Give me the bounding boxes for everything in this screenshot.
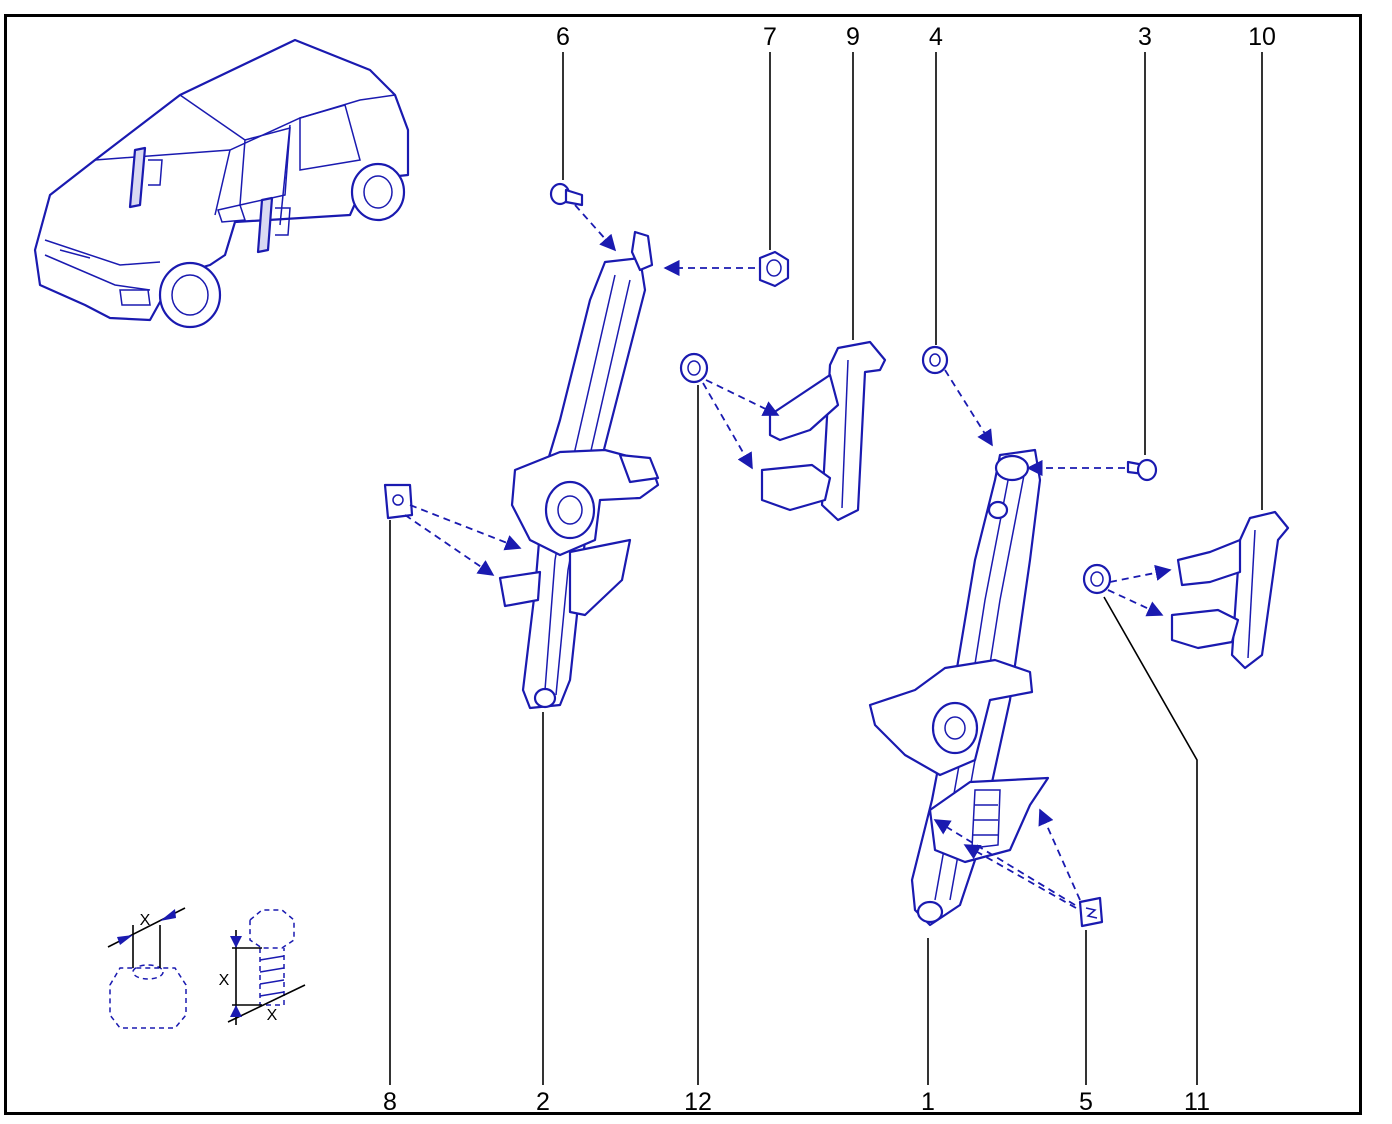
window-guide-rear	[760, 340, 887, 522]
callout-10: 10	[1248, 23, 1276, 51]
nut-dimension-symbol: X	[107, 907, 187, 1029]
bolt-part-6	[549, 182, 584, 207]
callout-2: 2	[536, 1088, 550, 1116]
bolt-base-dimension-label: X	[267, 1007, 278, 1024]
callout-12: 12	[684, 1088, 712, 1116]
callout-4: 4	[929, 23, 943, 51]
assembly-arrows	[404, 204, 1172, 909]
plate-part-8	[383, 483, 414, 520]
callout-7: 7	[763, 23, 777, 51]
callout-11: 11	[1184, 1088, 1210, 1116]
clip-part-12	[679, 352, 709, 384]
window-regulator-rear	[498, 230, 660, 710]
callout-6: 6	[556, 23, 570, 51]
nut-part-7	[758, 250, 790, 288]
bolt-dimension-symbol: X X	[219, 909, 306, 1025]
nut-dimension-label: X	[140, 912, 151, 929]
vehicle-locator-illustration	[33, 38, 410, 329]
window-guide-front	[1170, 510, 1290, 670]
callout-5: 5	[1079, 1088, 1093, 1116]
bolt-side-dimension-label: X	[219, 972, 230, 989]
callout-9: 9	[846, 23, 860, 51]
clip-part-11	[1082, 563, 1112, 595]
callout-numbers: 6 7 9 4 3 10 8 2 12 1 5 11	[383, 23, 1276, 1116]
bolt-part-3	[1126, 458, 1158, 482]
diagram-frame	[4, 14, 1362, 1115]
clip-part-4	[921, 345, 949, 375]
callout-1: 1	[921, 1088, 935, 1116]
callout-3: 3	[1138, 23, 1152, 51]
leader-lines	[389, 52, 1263, 1085]
window-regulator-front	[868, 448, 1050, 927]
callout-8: 8	[383, 1088, 397, 1116]
plate-part-5	[1078, 896, 1104, 928]
